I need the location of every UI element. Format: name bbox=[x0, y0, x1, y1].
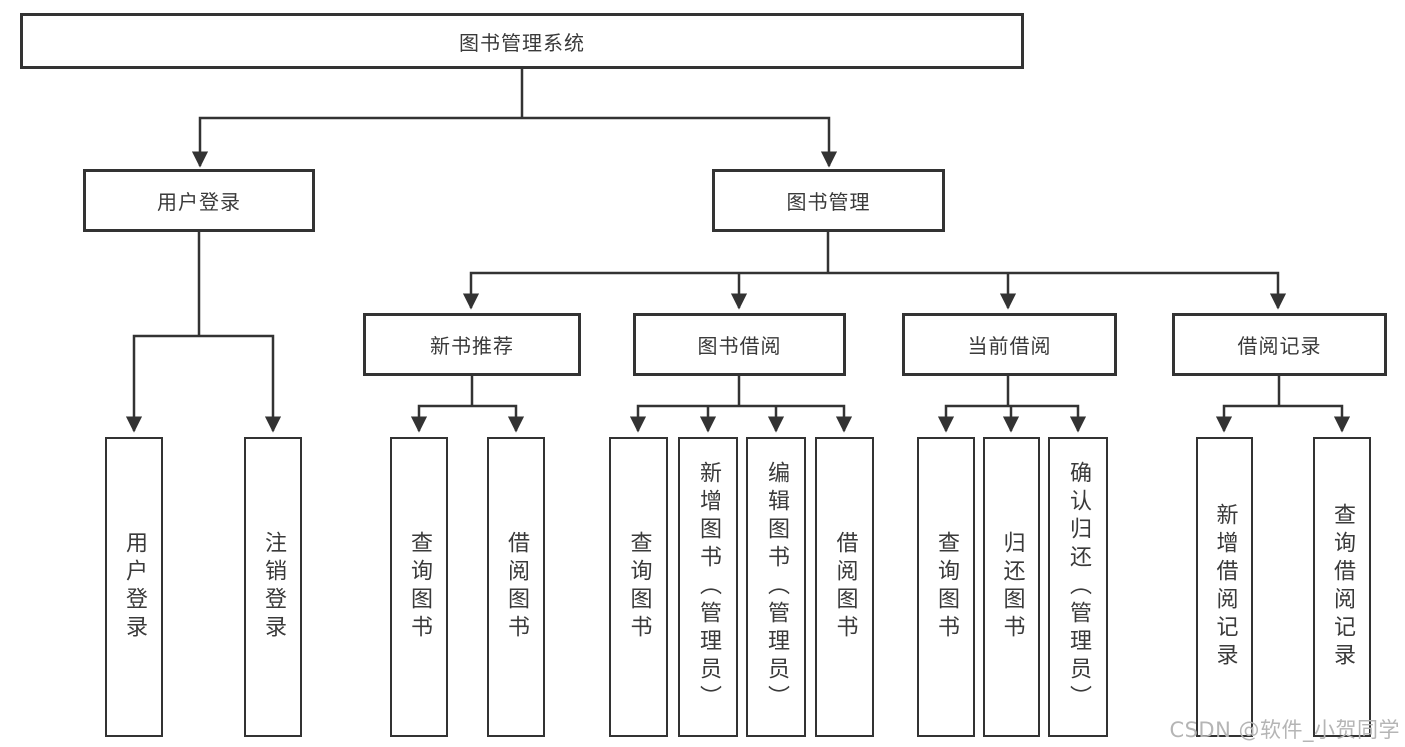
node-book-management-label: 图书管理 bbox=[786, 190, 871, 214]
leaf-borrow-query: 查询图书 bbox=[609, 437, 668, 737]
node-borrow-record: 借阅记录 bbox=[1172, 313, 1387, 376]
leaf-borrow-query-label: 查询图书 bbox=[626, 531, 652, 643]
leaf-current-query: 查询图书 bbox=[917, 437, 975, 737]
node-borrow-record-label: 借阅记录 bbox=[1237, 334, 1322, 358]
node-book-management: 图书管理 bbox=[712, 169, 945, 232]
leaf-newbook-borrow: 借阅图书 bbox=[487, 437, 545, 737]
leaf-confirm-return-admin: 确认归还（管理员） bbox=[1048, 437, 1108, 737]
node-current-borrow-label: 当前借阅 bbox=[967, 334, 1052, 358]
node-book-borrow: 图书借阅 bbox=[633, 313, 846, 376]
csdn-watermark: CSDN @软件_小贺同学 bbox=[1169, 718, 1400, 742]
leaf-logout: 注销登录 bbox=[244, 437, 302, 737]
leaf-borrow-add-admin: 新增图书（管理员） bbox=[678, 437, 738, 737]
node-new-book-recommend-label: 新书推荐 bbox=[430, 334, 514, 358]
leaf-return-book-label: 归还图书 bbox=[999, 531, 1025, 643]
node-user-login: 用户登录 bbox=[83, 169, 315, 232]
leaf-current-query-label: 查询图书 bbox=[934, 531, 959, 643]
leaf-user-login: 用户登录 bbox=[105, 437, 163, 737]
leaf-newbook-borrow-label: 借阅图书 bbox=[504, 531, 529, 643]
node-new-book-recommend: 新书推荐 bbox=[363, 313, 581, 376]
leaf-borrow-edit-admin: 编辑图书（管理员） bbox=[746, 437, 806, 737]
leaf-record-query-label: 查询借阅记录 bbox=[1330, 503, 1355, 671]
leaf-confirm-return-admin-label: 确认归还（管理员） bbox=[1066, 461, 1091, 713]
leaf-record-add-label: 新增借阅记录 bbox=[1212, 503, 1238, 671]
leaf-record-add: 新增借阅记录 bbox=[1196, 437, 1253, 737]
leaf-newbook-query: 查询图书 bbox=[390, 437, 448, 737]
leaf-borrow-add-admin-label: 新增图书（管理员） bbox=[696, 461, 721, 713]
node-user-login-label: 用户登录 bbox=[157, 190, 241, 214]
leaf-newbook-query-label: 查询图书 bbox=[407, 531, 432, 643]
leaf-return-book: 归还图书 bbox=[983, 437, 1040, 737]
leaf-record-query: 查询借阅记录 bbox=[1313, 437, 1371, 737]
leaf-borrow-book-label: 借阅图书 bbox=[832, 531, 858, 643]
node-root-system: 图书管理系统 bbox=[20, 13, 1024, 69]
leaf-logout-label: 注销登录 bbox=[261, 531, 286, 643]
node-current-borrow: 当前借阅 bbox=[902, 313, 1117, 376]
leaf-borrow-edit-admin-label: 编辑图书（管理员） bbox=[764, 461, 789, 713]
node-book-borrow-label: 图书借阅 bbox=[697, 334, 782, 358]
leaf-user-login-label: 用户登录 bbox=[122, 531, 147, 643]
node-root-label: 图书管理系统 bbox=[459, 30, 585, 55]
leaf-borrow-book: 借阅图书 bbox=[815, 437, 874, 737]
